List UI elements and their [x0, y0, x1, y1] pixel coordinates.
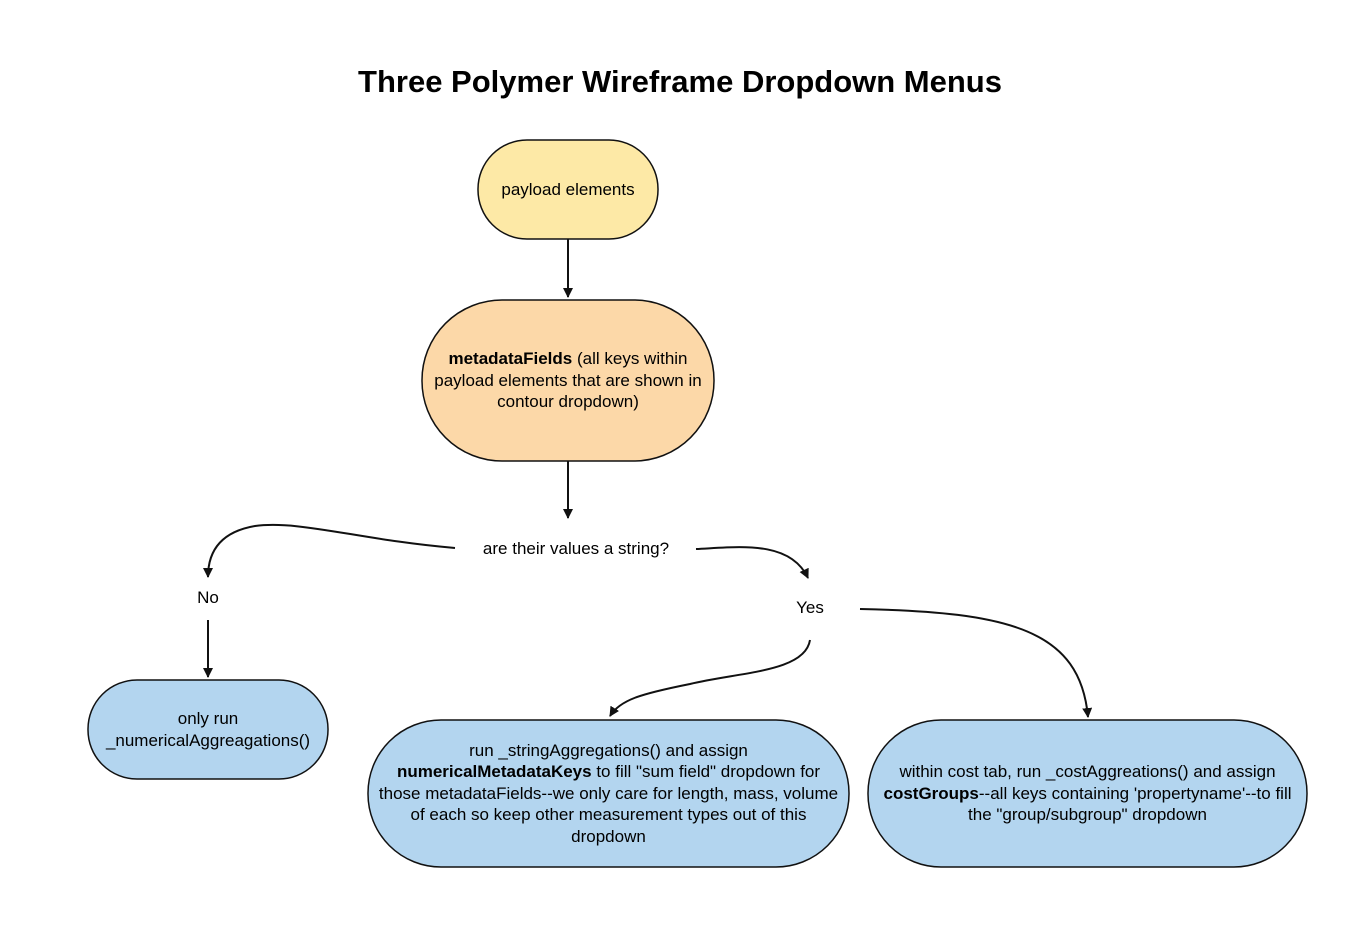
cost-agg-node-shape[interactable] — [867, 719, 1308, 868]
yes-label: Yes — [788, 597, 832, 618]
numerical-node-label: only run _numericalAggreagations() — [105, 709, 311, 750]
numerical-metadata-keys-keyword: numericalMetadataKeys — [396, 762, 592, 782]
numerical-node-shape[interactable] — [87, 679, 329, 780]
question-label: are their values a string? — [466, 538, 686, 559]
string-agg-node-shape[interactable] — [367, 719, 850, 868]
metadata-node-label: metadataFields (all keys within payload … — [434, 349, 702, 412]
diagram-title: Three Polymer Wireframe Dropdown Menus — [358, 64, 1002, 99]
payload-node-label: payload elements — [501, 179, 635, 199]
metadata-fields-keyword: metadataFields — [448, 349, 573, 369]
no-label: No — [188, 587, 228, 608]
string-agg-node-label: run _stringAggregations() and assign num… — [378, 740, 839, 846]
arrow-yes-to-cost-agg — [859, 608, 1093, 718]
arrow-question-to-yes — [695, 546, 809, 579]
cost-groups-keyword: costGroups — [883, 783, 979, 803]
arrow-question-to-no — [203, 523, 456, 578]
arrow-yes-to-string-agg — [609, 639, 811, 717]
cost-agg-node-label: within cost tab, run _costAggreations() … — [883, 762, 1292, 825]
